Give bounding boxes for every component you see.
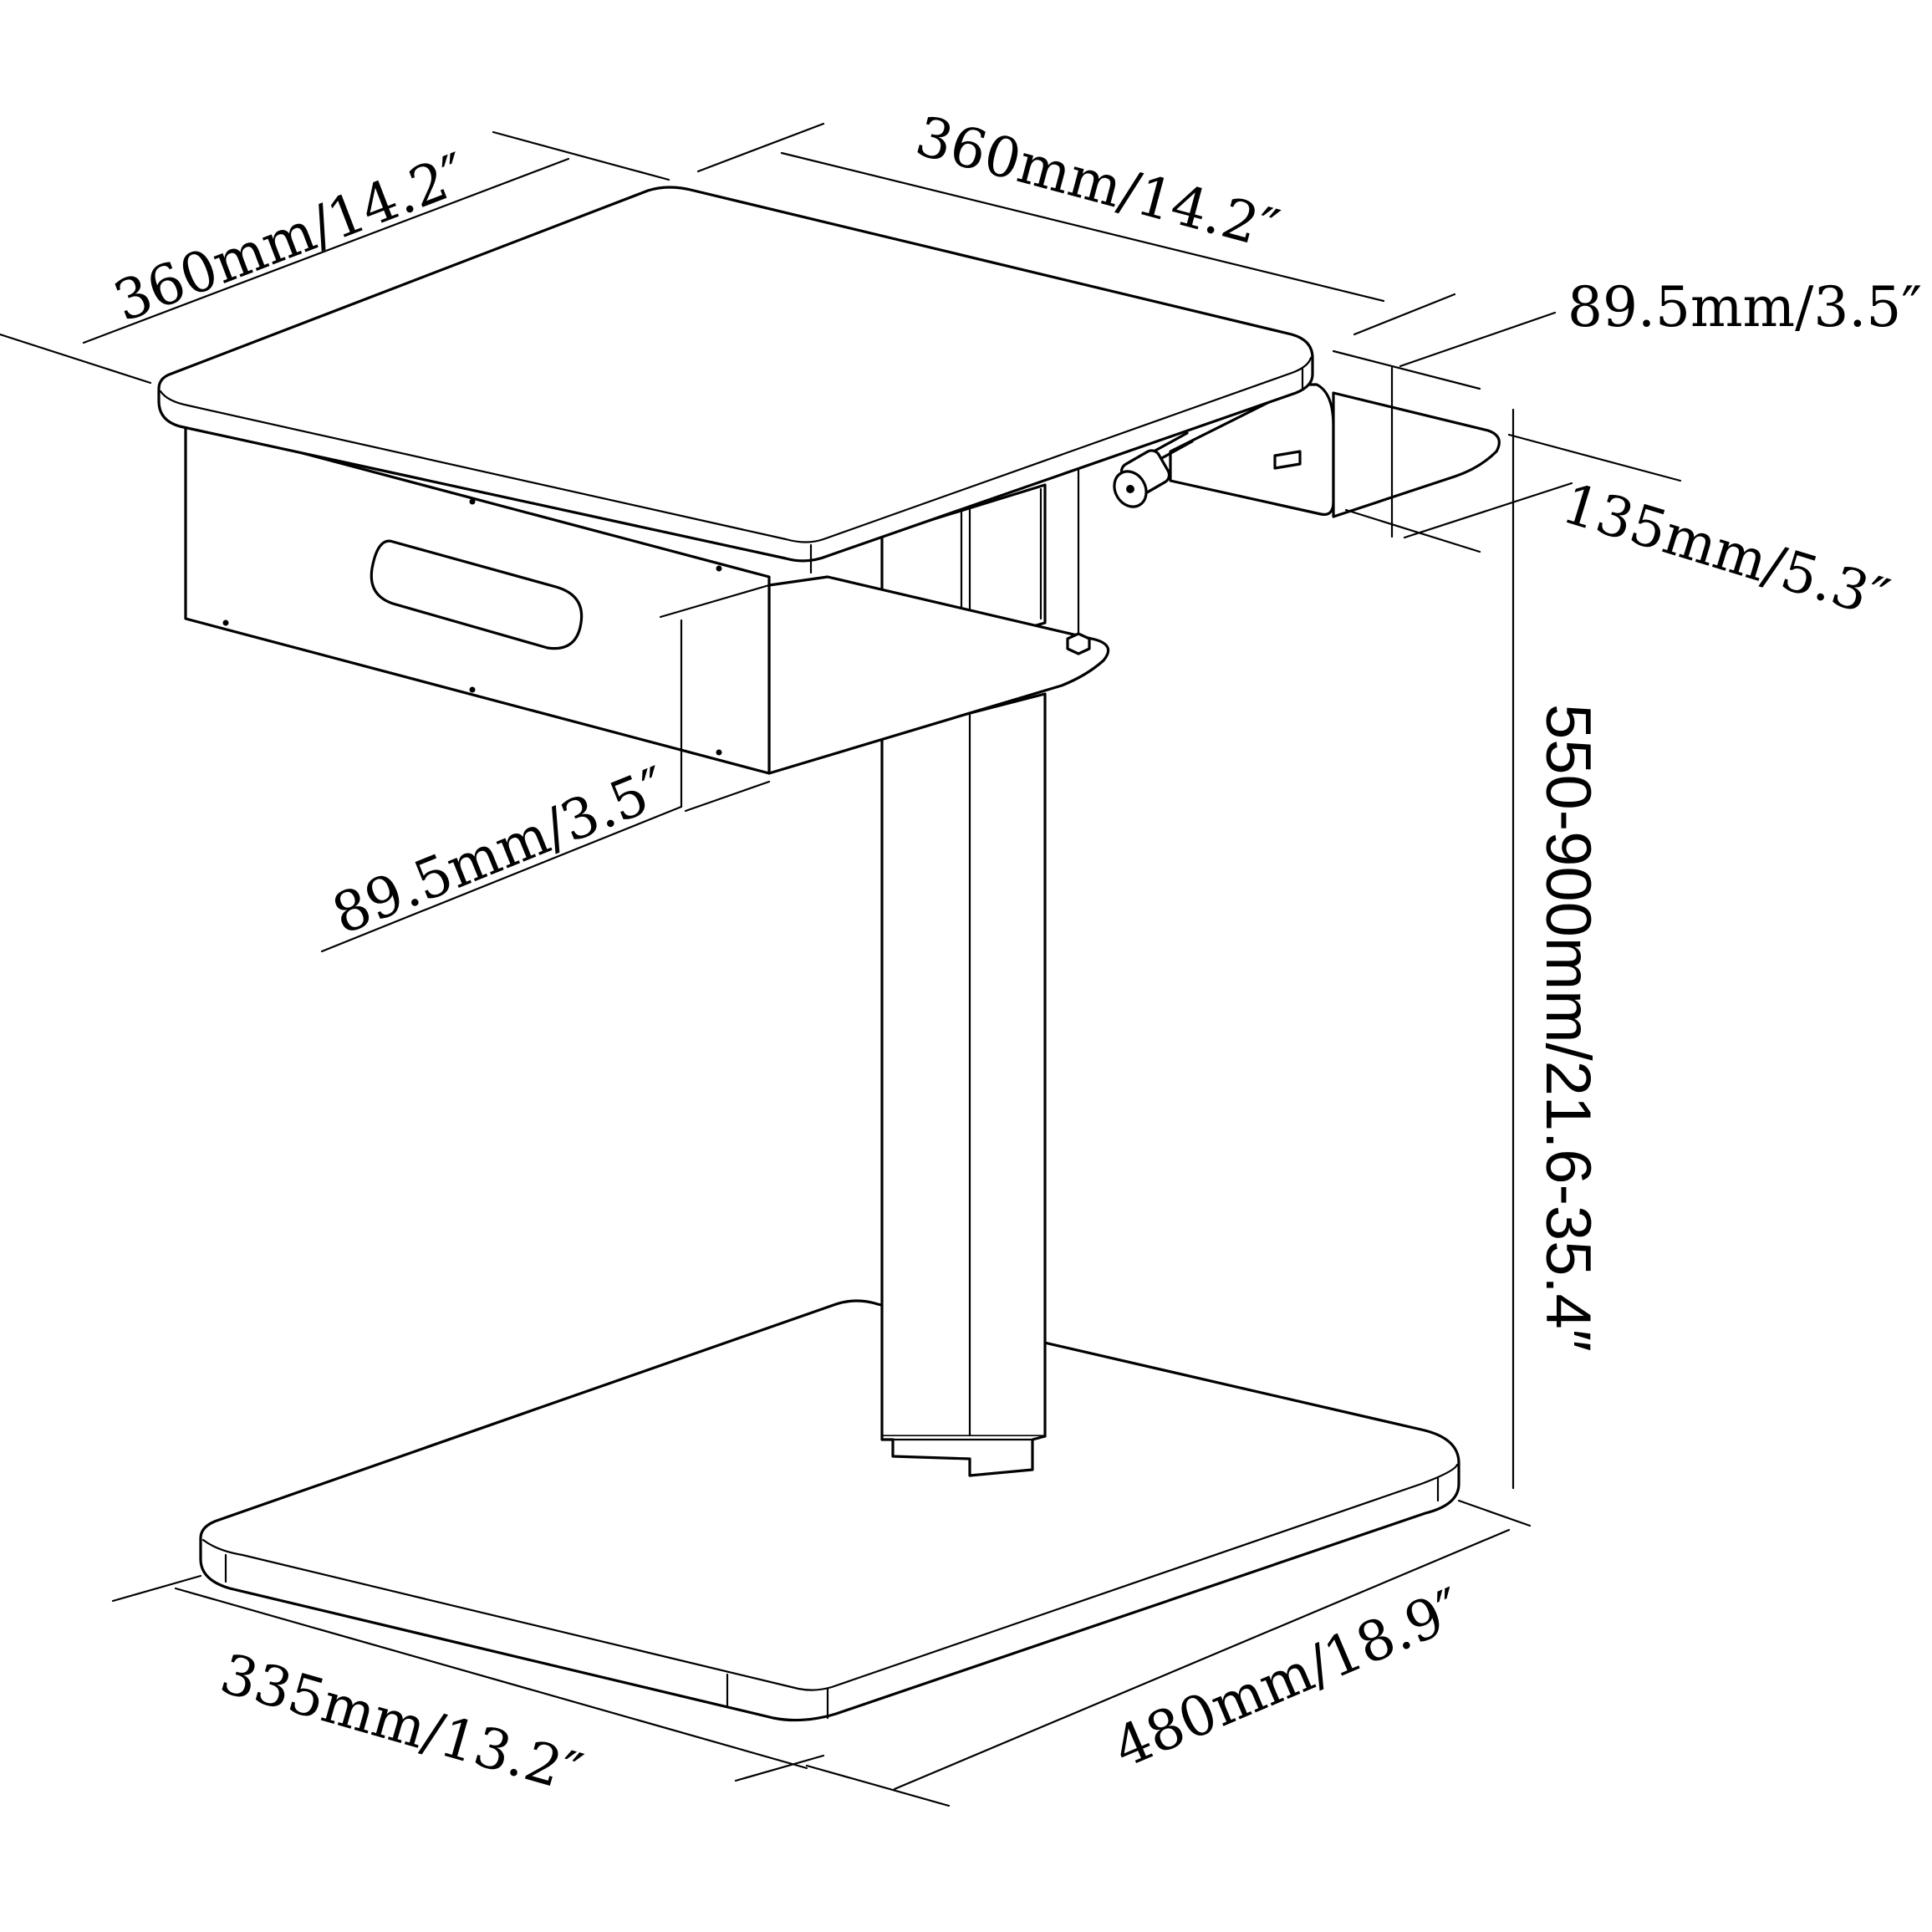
dimension-lines [0, 122, 1682, 1807]
side-shelf-slot [1273, 450, 1302, 470]
drawer-box [184, 421, 771, 775]
label-height-range: 550-900mm/21.6-35.4″ [1532, 704, 1603, 1352]
label-side-shelf-depth: 135mm/5.3″ [1555, 472, 1896, 631]
height-adjust-knob [1113, 431, 1194, 508]
top-plate [157, 186, 1314, 574]
drawer-handle-slot [370, 539, 584, 650]
label-base-width: 335mm/13.2″ [214, 1641, 589, 1806]
side-shelf [1169, 383, 1501, 518]
label-top-depth: 360mm/14.2″ [910, 104, 1286, 263]
front-shelf [767, 466, 1110, 775]
base-plate [199, 1299, 1460, 1722]
label-front-shelf-height: 89.5mm/3.5″ [324, 755, 676, 947]
label-side-shelf-height: 89.5mm/3.5″ [1568, 275, 1922, 339]
